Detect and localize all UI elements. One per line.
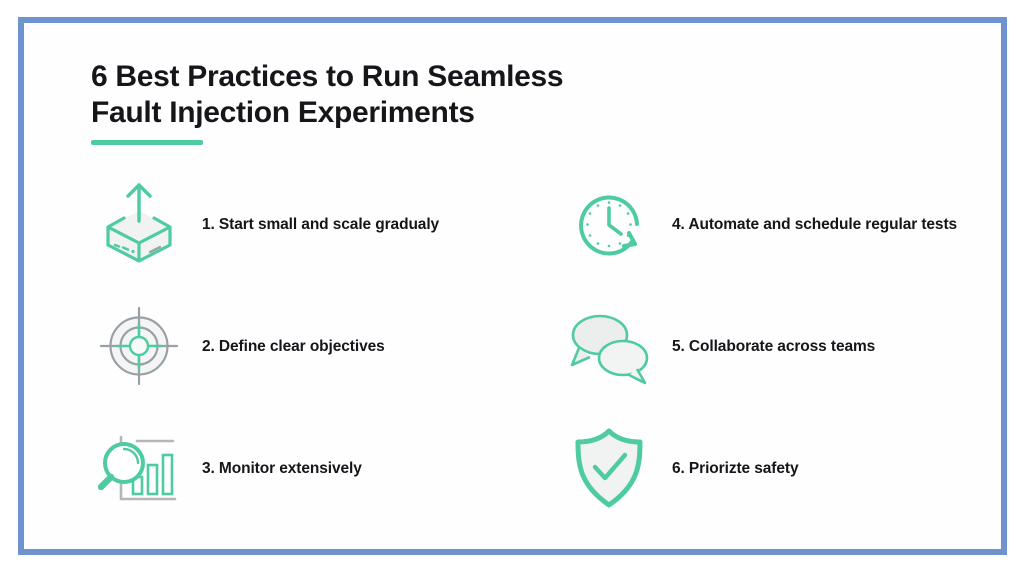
practice-label: 1. Start small and scale gradualy: [202, 215, 440, 233]
page-title: 6 Best Practices to Run Seamless Fault I…: [91, 60, 564, 129]
title-accent-underline: [91, 140, 203, 145]
practice-item-3: 3. Monitor extensively: [84, 407, 554, 529]
slide-content-area: 6 Best Practices to Run Seamless Fault I…: [24, 23, 1001, 549]
practice-item-1: 1. Start small and scale gradualy: [84, 163, 554, 285]
practice-label: 4. Automate and schedule regular tests: [672, 215, 958, 233]
practice-item-6: 6. Priorizte safety: [554, 407, 1004, 529]
slide-border-frame: 6 Best Practices to Run Seamless Fault I…: [18, 17, 1007, 555]
practices-grid: 1. Start small and scale gradualy: [84, 163, 1004, 529]
speech-bubbles-icon: [554, 296, 664, 396]
magnifier-bar-chart-icon: [84, 418, 194, 518]
practice-label: 2. Define clear objectives: [202, 337, 385, 355]
title-block: 6 Best Practices to Run Seamless Fault I…: [91, 59, 711, 145]
practice-item-4: 4. Automate and schedule regular tests: [554, 163, 1004, 285]
practice-item-2: 2. Define clear objectives: [84, 285, 554, 407]
practice-item-5: 5. Collaborate across teams: [554, 285, 1004, 407]
practice-label: 3. Monitor extensively: [202, 459, 362, 477]
box-arrow-up-icon: [84, 174, 194, 274]
practice-label: 5. Collaborate across teams: [672, 337, 876, 355]
practice-label: 6. Priorizte safety: [672, 459, 799, 477]
clock-refresh-icon: [554, 174, 664, 274]
shield-check-icon: [554, 418, 664, 518]
target-crosshair-icon: [84, 296, 194, 396]
